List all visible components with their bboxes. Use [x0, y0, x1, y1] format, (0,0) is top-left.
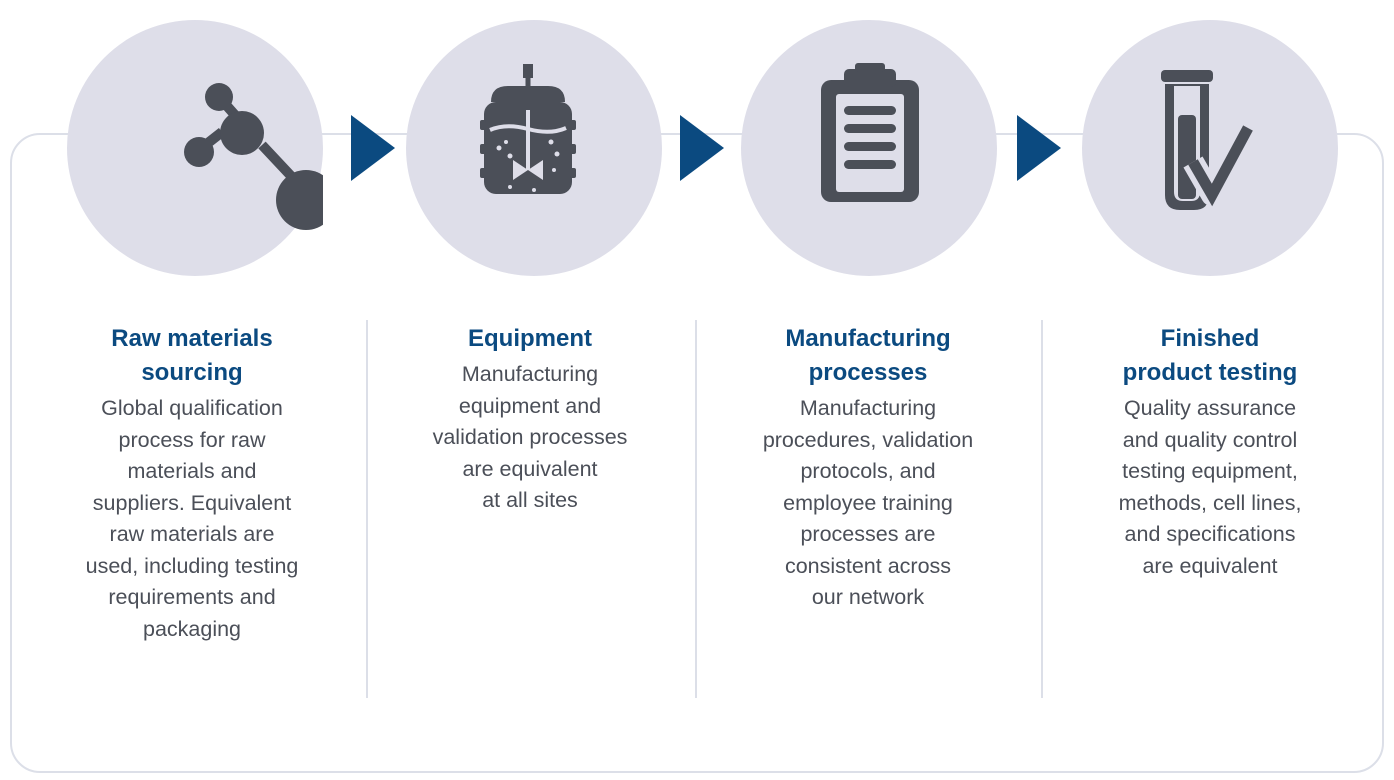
step-1-circle: [67, 20, 323, 276]
step-title-line: Manufacturing: [785, 325, 951, 352]
step-title-line: product testing: [1122, 359, 1298, 386]
step-text-line: requirements and: [108, 585, 276, 609]
step-text-line: methods, cell lines,: [1118, 490, 1302, 515]
step-3-circle: [741, 20, 997, 276]
step-text-line: materials and: [127, 459, 257, 483]
column-divider: [366, 320, 368, 698]
step-title-line: Equipment: [468, 325, 592, 352]
step-title-line: processes: [808, 359, 928, 386]
step-text-line: Global qualification: [101, 396, 283, 420]
step-text-line: testing equipment,: [1122, 459, 1298, 483]
step-4-circle: [1082, 20, 1338, 276]
step-text-line: raw materials are: [109, 522, 275, 546]
step-text-line: at all sites: [482, 488, 578, 512]
clipboard-icon: [821, 63, 919, 202]
step-text-line: Quality assurance: [1123, 396, 1297, 420]
step-title-line: Finished: [1160, 325, 1260, 352]
step-title: Manufacturing processes: [728, 322, 1008, 390]
step-description: Global qualification process for raw mat…: [52, 393, 332, 645]
step-description: Quality assurance and quality control te…: [1070, 393, 1350, 582]
step-text-line: process for raw: [118, 427, 266, 452]
step-3-column: Manufacturing processes Manufacturing pr…: [728, 322, 1008, 614]
step-text-line: validation processes: [432, 425, 628, 449]
step-description: Manufacturing equipment and validation p…: [390, 359, 670, 517]
step-text-line: suppliers. Equivalent: [92, 490, 292, 515]
step-text-line: processes are: [800, 522, 936, 546]
step-text-line: procedures, validation: [762, 427, 974, 452]
step-text-line: and quality control: [1122, 427, 1298, 452]
vial-checkmark-icon: [1161, 70, 1258, 210]
bioreactor-icon: [480, 64, 576, 194]
step-text-line: Manufacturing: [461, 362, 599, 386]
step-text-line: consistent across: [784, 553, 952, 578]
step-text-line: and specifications: [1124, 522, 1296, 546]
step-text-line: are equivalent: [462, 456, 598, 481]
step-text-line: Manufacturing: [799, 396, 937, 420]
step-4-column: Finished product testing Quality assuran…: [1070, 322, 1350, 582]
step-title: Raw materials sourcing: [52, 322, 332, 390]
molecule-icon: [184, 83, 323, 230]
step-2-column: Equipment Manufacturing equipment and va…: [390, 322, 670, 517]
step-text-line: are equivalent: [1142, 553, 1278, 578]
step-title: Finished product testing: [1070, 322, 1350, 390]
step-3-to-4-arrow: [1017, 115, 1061, 181]
step-text-line: our network: [811, 585, 925, 609]
step-text-line: employee training: [783, 490, 953, 515]
step-2-to-3-arrow: [680, 115, 724, 181]
step-text-line: equipment and: [458, 393, 602, 418]
column-divider: [695, 320, 697, 698]
step-text-line: packaging: [142, 616, 242, 641]
column-divider: [1041, 320, 1043, 698]
step-description: Manufacturing procedures, validation pro…: [728, 393, 1008, 614]
step-title-line: sourcing: [141, 359, 243, 386]
step-title-line: Raw materials: [111, 325, 273, 352]
step-1-column: Raw materials sourcing Global qualificat…: [52, 322, 332, 645]
step-2-circle: [406, 20, 662, 276]
step-text-line: protocols, and: [800, 459, 936, 483]
step-1-to-2-arrow: [351, 115, 395, 181]
step-text-line: used, including testing: [85, 553, 299, 578]
step-title: Equipment: [390, 322, 670, 356]
